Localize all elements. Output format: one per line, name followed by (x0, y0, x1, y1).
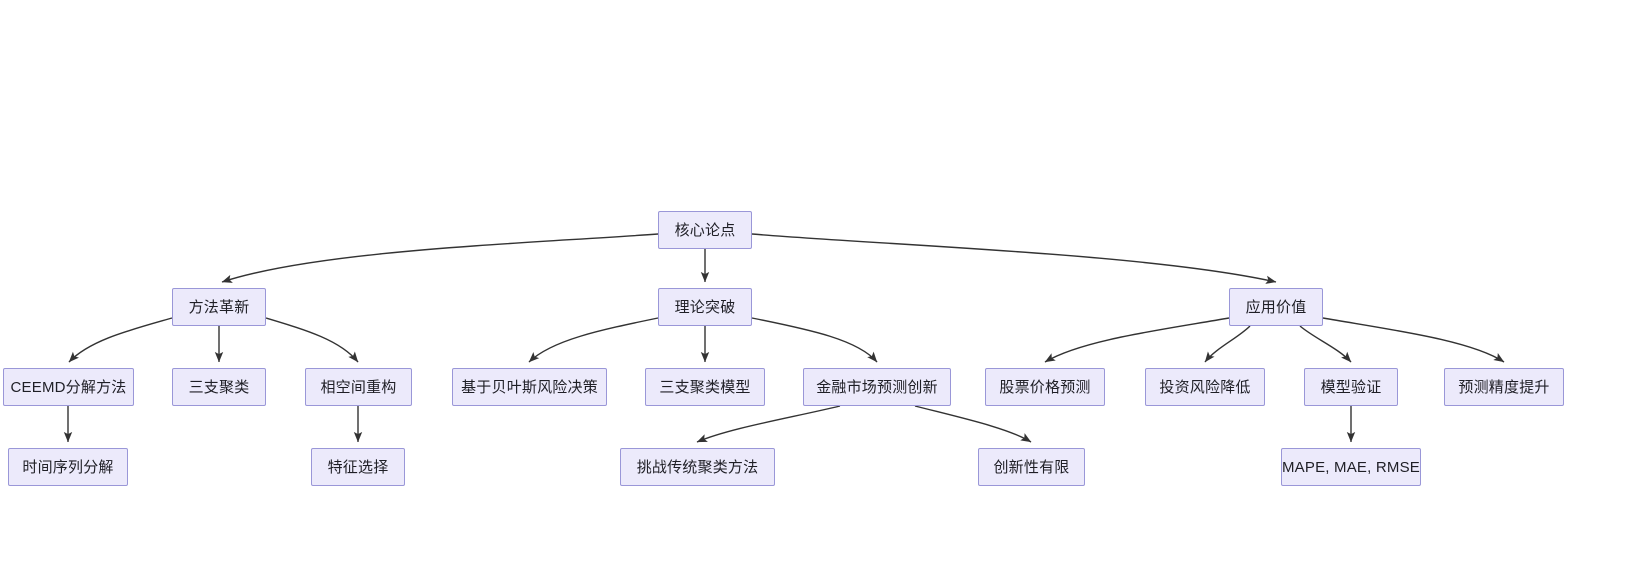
node-lvl3_b1[interactable]: 基于贝叶斯风险决策 (452, 368, 607, 406)
node-label-lvl3_c3: 模型验证 (1320, 378, 1382, 396)
node-root[interactable]: 核心论点 (658, 211, 752, 249)
edge-lvl2_b-to-lvl3_b3 (751, 317, 878, 363)
node-label-lvl3_a3: 相空间重构 (320, 378, 397, 396)
node-lvl4_b4[interactable]: 创新性有限 (978, 448, 1085, 486)
node-label-lvl4_b3: 挑战传统聚类方法 (636, 458, 759, 476)
node-lvl2_b[interactable]: 理论突破 (658, 288, 752, 326)
edge-lvl2_b-to-lvl3_b1 (528, 317, 659, 363)
node-lvl2_c[interactable]: 应用价值 (1229, 288, 1323, 326)
edge-lvl2_a-to-lvl3_a3 (265, 317, 359, 363)
edge-root-to-lvl2_c (751, 233, 1277, 284)
node-lvl4_c3[interactable]: MAPE, MAE, RMSE (1281, 448, 1421, 486)
node-label-lvl3_b3: 金融市场预测创新 (816, 378, 938, 396)
node-label-lvl2_a: 方法革新 (188, 298, 250, 316)
node-lvl4_a3[interactable]: 特征选择 (311, 448, 405, 486)
node-label-lvl2_b: 理论突破 (674, 298, 736, 316)
node-lvl3_c3[interactable]: 模型验证 (1304, 368, 1398, 406)
node-lvl3_c2[interactable]: 投资风险降低 (1145, 368, 1265, 406)
node-label-lvl3_c4: 预测精度提升 (1458, 378, 1550, 396)
edge-group (63, 233, 1505, 443)
node-label-lvl3_a1: CEEMD分解方法 (10, 378, 127, 396)
node-label-lvl3_c2: 投资风险降低 (1159, 378, 1251, 396)
node-label-lvl3_a2: 三支聚类 (188, 378, 250, 396)
node-label-lvl3_b1: 基于贝叶斯风险决策 (461, 378, 598, 396)
node-label-root: 核心论点 (674, 221, 736, 239)
edge-lvl2_a-to-lvl3_a1 (68, 317, 173, 363)
node-lvl3_b3[interactable]: 金融市场预测创新 (803, 368, 951, 406)
node-lvl3_c1[interactable]: 股票价格预测 (985, 368, 1105, 406)
node-label-lvl2_c: 应用价值 (1245, 298, 1307, 316)
node-lvl3_c4[interactable]: 预测精度提升 (1444, 368, 1564, 406)
edge-lvl2_c-to-lvl3_c4 (1322, 317, 1505, 363)
edge-lvl3_b3-to-lvl4_b3 (696, 405, 841, 443)
edge-lvl3_b3-to-lvl4_b4 (914, 405, 1032, 443)
node-lvl4_a1[interactable]: 时间序列分解 (8, 448, 128, 486)
node-lvl3_b2[interactable]: 三支聚类模型 (645, 368, 765, 406)
node-lvl3_a2[interactable]: 三支聚类 (172, 368, 266, 406)
node-label-lvl4_b4: 创新性有限 (993, 458, 1070, 476)
edge-lvl2_c-to-lvl3_c3 (1299, 325, 1352, 363)
node-lvl3_a1[interactable]: CEEMD分解方法 (3, 368, 134, 406)
edge-root-to-lvl2_a (221, 233, 659, 283)
node-label-lvl4_a1: 时间序列分解 (22, 458, 114, 476)
node-label-lvl4_a3: 特征选择 (327, 458, 389, 476)
edge-lvl2_c-to-lvl3_c1 (1044, 317, 1230, 363)
node-lvl4_b3[interactable]: 挑战传统聚类方法 (620, 448, 775, 486)
node-lvl3_a3[interactable]: 相空间重构 (305, 368, 412, 406)
node-label-lvl3_c1: 股票价格预测 (999, 378, 1091, 396)
node-lvl2_a[interactable]: 方法革新 (172, 288, 266, 326)
edge-lvl2_c-to-lvl3_c2 (1204, 325, 1251, 363)
node-label-lvl4_c3: MAPE, MAE, RMSE (1281, 458, 1421, 476)
node-label-lvl3_b2: 三支聚类模型 (659, 378, 751, 396)
